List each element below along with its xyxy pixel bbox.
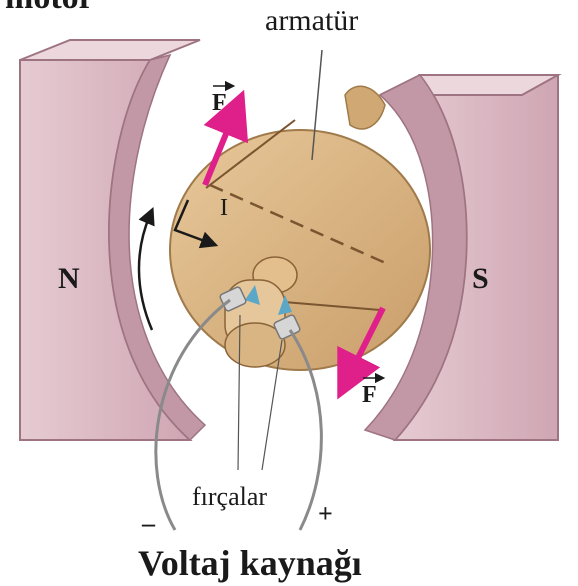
negative-terminal-label: –	[141, 509, 156, 538]
force-label-bottom: F	[362, 378, 380, 408]
title-partial: motor	[5, 0, 94, 16]
svg-text:F: F	[362, 382, 377, 408]
current-label: I	[220, 195, 228, 221]
south-pole-label: S	[472, 262, 489, 295]
force-label-top: F	[212, 86, 230, 116]
voltage-source-label: Voltaj kaynağı	[138, 543, 362, 583]
north-pole-label: N	[58, 262, 80, 295]
brushes-label: fırçalar	[192, 482, 267, 511]
rotation-arrow-icon	[139, 215, 152, 330]
armature-label: armatür	[265, 4, 358, 37]
positive-terminal-label: +	[318, 499, 333, 528]
svg-text:F: F	[212, 90, 227, 116]
